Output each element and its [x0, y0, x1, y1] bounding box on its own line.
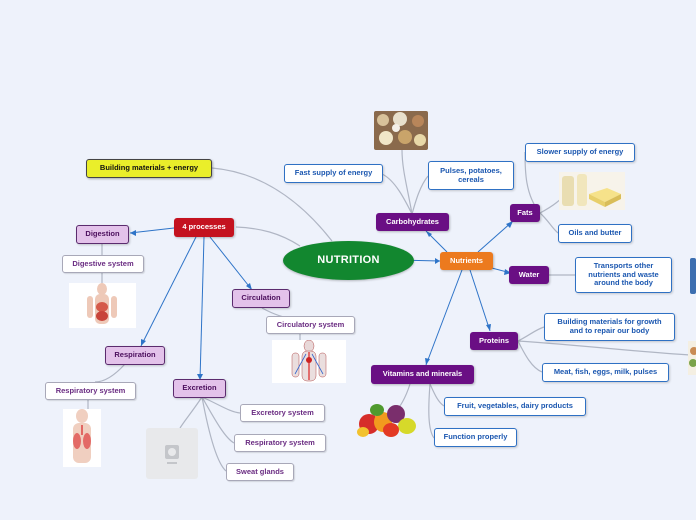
slower-energy-node[interactable]: Slower supply of energy	[525, 143, 635, 162]
image-placeholder-icon	[146, 428, 198, 479]
excretion-respiratory-node[interactable]: Respiratory system	[234, 434, 326, 452]
arrow-to-proteins	[469, 269, 491, 332]
processes-node[interactable]: 4 processes	[174, 218, 234, 237]
arrow-to-excretion	[199, 236, 205, 381]
fruits-and-vegetables-image	[355, 398, 419, 440]
vitamins-node[interactable]: Vitamins and minerals	[371, 365, 474, 384]
sweat-glands-node[interactable]: Sweat glands	[226, 463, 294, 481]
digestive-system-image	[69, 283, 136, 328]
arrowhead-carbs	[426, 231, 432, 237]
function-properly-node[interactable]: Function properly	[434, 428, 517, 447]
connector-excretion-excretory	[201, 396, 241, 414]
circulation-node[interactable]: Circulation	[232, 289, 290, 308]
digestion-node[interactable]: Digestion	[76, 225, 129, 244]
excretion-node[interactable]: Excretion	[173, 379, 226, 398]
fast-energy-node[interactable]: Fast supply of energy	[284, 164, 383, 183]
oils-butter-node[interactable]: Oils and butter	[558, 224, 632, 243]
connector-root-processes	[235, 226, 301, 247]
arrowhead-nutrients	[435, 258, 440, 264]
arrow-to-respiration	[140, 236, 197, 347]
lungs-image	[63, 409, 101, 467]
connector-proteins-building	[517, 326, 545, 342]
circulatory-system-node[interactable]: Circulatory system	[266, 316, 355, 334]
root-node[interactable]: NUTRITION	[283, 241, 414, 280]
connector-respiration-system	[94, 363, 126, 383]
connector-vitamins-fruit	[429, 383, 445, 407]
arrowhead-digestion	[130, 230, 136, 236]
carbohydrates-node[interactable]: Carbohydrates	[376, 213, 449, 231]
arrowhead-proteins	[486, 324, 491, 331]
connector-carbs-fast	[381, 173, 413, 215]
connector-carbs-image	[401, 149, 413, 215]
water-node[interactable]: Water	[509, 266, 549, 284]
arrowhead-excretion	[197, 374, 203, 380]
connector-root-building	[211, 167, 333, 242]
pulses-node[interactable]: Pulses, potatoes, cereals	[428, 161, 514, 190]
arrowhead-fats	[506, 221, 513, 228]
arrow-to-circulation	[209, 236, 253, 291]
connector-carbs-pulses	[411, 175, 429, 215]
excretory-system-node[interactable]: Excretory system	[240, 404, 325, 422]
connector-excretion-image	[179, 396, 203, 429]
grains-and-potatoes-image	[374, 111, 428, 150]
respiratory-system-node[interactable]: Respiratory system	[45, 382, 136, 400]
circulatory-system-image	[272, 340, 346, 383]
meat-fish-node[interactable]: Meat, fish, eggs, milk, pulses	[542, 363, 669, 382]
arrowhead-respiration	[141, 339, 146, 346]
connector-vitamins-function	[428, 383, 435, 439]
building-materials-node[interactable]: Building materials + energy	[86, 159, 212, 178]
nutrients-node[interactable]: Nutrients	[440, 252, 493, 270]
building-growth-node[interactable]: Building materials for growth and to rep…	[544, 313, 675, 341]
arrow-to-vitamins	[425, 269, 463, 366]
transports-node[interactable]: Transports other nutrients and waste aro…	[575, 257, 672, 293]
fruit-veg-node[interactable]: Fruit, vegetables, dairy products	[444, 397, 586, 416]
fats-node[interactable]: Fats	[510, 204, 540, 222]
connector-excretion-sweat	[201, 396, 227, 472]
blue-bottle-image	[690, 258, 696, 294]
connector-excretion-respiratory	[201, 396, 235, 444]
proteins-node[interactable]: Proteins	[470, 332, 518, 350]
digestive-system-node[interactable]: Digestive system	[62, 255, 144, 273]
protein-food-image	[688, 341, 696, 375]
butter-and-oil-image	[559, 172, 625, 210]
connector-proteins-image	[517, 340, 691, 356]
arrowhead-circulation	[246, 283, 252, 290]
arrowhead-vitamins	[425, 358, 430, 365]
arrow-to-fats	[477, 220, 514, 253]
connector-proteins-meat	[517, 340, 543, 373]
arrow-to-digestion	[129, 227, 175, 234]
connector-fats-oils	[539, 212, 559, 234]
respiration-node[interactable]: Respiration	[105, 346, 165, 365]
